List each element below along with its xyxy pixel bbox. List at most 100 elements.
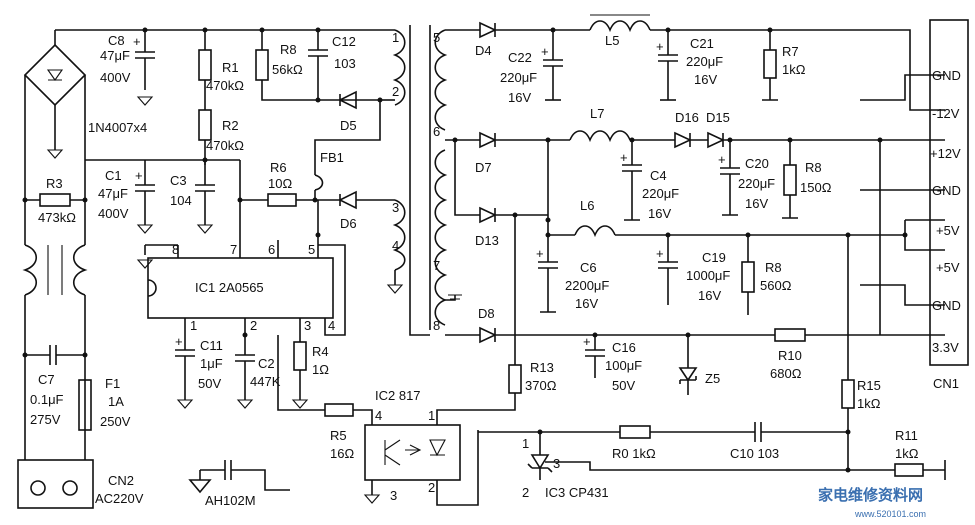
r8c-name: R8 <box>765 260 782 275</box>
cn2-value: AC220V <box>95 491 144 506</box>
cn1-pin-3v3: 3.3V <box>932 340 959 355</box>
c8-value: 47μF <box>100 48 130 63</box>
ic2-pin4: 4 <box>375 408 382 423</box>
l6-label: L6 <box>580 198 594 213</box>
ic1-controller <box>136 240 346 340</box>
cn1-pin-gnd2: GND <box>932 183 961 198</box>
r11-name: R11 <box>895 428 918 443</box>
resistor-r13 <box>508 364 522 394</box>
cn2-name: CN2 <box>108 473 134 488</box>
diode-d15 <box>707 131 725 149</box>
bridge-rectifier <box>23 43 87 200</box>
c22-voltage: 16V <box>508 90 531 105</box>
r11-value: 1kΩ <box>895 446 919 461</box>
resistor-r2 <box>198 109 212 141</box>
transformer-primary <box>392 25 411 330</box>
r3-name: R3 <box>46 176 63 191</box>
trafo-pin-1: 1 <box>392 30 399 45</box>
bridge-label: 1N4007x4 <box>88 120 147 135</box>
resistor-r0 <box>619 425 651 439</box>
ic1-pin1: 1 <box>190 318 197 333</box>
trafo-pin-8: 8 <box>433 318 440 333</box>
c19-value: 1000μF <box>686 268 730 283</box>
c4-name: C4 <box>650 168 667 183</box>
f1-name: F1 <box>105 376 120 391</box>
ic3-shunt-regulator <box>527 429 848 480</box>
resistor-r11 <box>894 463 924 477</box>
ic1-pin5: 5 <box>308 242 315 257</box>
c6-value: 2200μF <box>565 278 609 293</box>
r10-name: R10 <box>778 348 802 363</box>
ic1-pin8: 8 <box>172 242 179 257</box>
r7-value: 1kΩ <box>782 62 806 77</box>
resistor-r4 <box>293 341 307 371</box>
svg-text:+: + <box>620 150 628 165</box>
resistor-r8-560 <box>741 261 755 293</box>
r3-value: 473kΩ <box>38 210 76 225</box>
c3-value: 104 <box>170 193 192 208</box>
ic2-pin2: 2 <box>428 480 435 495</box>
c20-name: C20 <box>745 156 769 171</box>
c11-value: 1μF <box>200 356 223 371</box>
svg-text:+: + <box>656 246 664 261</box>
r4-value: 1Ω <box>312 362 329 377</box>
resistor-r3 <box>39 193 71 207</box>
c16-name: C16 <box>612 340 636 355</box>
ic1-pin6: 6 <box>268 242 275 257</box>
c22-name: C22 <box>508 50 532 65</box>
watermark-text: 家电维修资料网 <box>818 486 923 504</box>
ic2-pin1: 1 <box>428 408 435 423</box>
r7-name: R7 <box>782 44 799 59</box>
ah-label: AH102M <box>205 493 256 508</box>
c7-value: 0.1μF <box>30 392 64 407</box>
d6-label: D6 <box>340 216 357 231</box>
ic3-pin1: 1 <box>522 436 529 451</box>
svg-text:+: + <box>135 168 143 183</box>
r0-label: R0 1kΩ <box>612 446 656 461</box>
resistor-r15 <box>841 379 855 409</box>
ic1-pin4: 4 <box>328 318 335 333</box>
zener-z5 <box>678 335 698 395</box>
ic1-label: IC1 2A0565 <box>195 280 264 295</box>
connector-cn2[interactable] <box>17 459 94 509</box>
c16-value: 100μF <box>605 358 642 373</box>
r8c-value: 560Ω <box>760 278 792 293</box>
ic3-label: IC3 CP431 <box>545 485 609 500</box>
c21-voltage: 16V <box>694 72 717 87</box>
resistor-r7 <box>763 49 777 79</box>
d15-label: D15 <box>706 110 730 125</box>
diode-d7 <box>479 131 497 149</box>
svg-text:+: + <box>583 334 591 349</box>
fb1-label: FB1 <box>320 150 344 165</box>
r13-name: R13 <box>530 360 554 375</box>
watermark-url: www.520101.com <box>854 509 926 519</box>
c19-voltage: 16V <box>698 288 721 303</box>
r4-name: R4 <box>312 344 329 359</box>
c1-name: C1 <box>105 168 122 183</box>
ic2-pin3: 3 <box>390 488 397 503</box>
r6-value: 10Ω <box>268 176 292 191</box>
common-mode-choke <box>22 200 88 460</box>
cn1-pin-m12v: -12V <box>932 106 960 121</box>
c1-voltage: 400V <box>98 206 129 221</box>
connector-cn1[interactable] <box>929 19 969 366</box>
ic1-pin3: 3 <box>304 318 311 333</box>
transformer-secondary <box>409 25 480 336</box>
r2-name: R2 <box>222 118 239 133</box>
c2-value: 447K <box>250 374 281 389</box>
r8b-name: R8 <box>805 160 822 175</box>
diode-d8 <box>479 326 497 344</box>
trafo-pin-6: 6 <box>433 124 440 139</box>
svg-text:+: + <box>175 334 183 349</box>
trafo-pin-5: 5 <box>433 30 440 45</box>
c21-name: C21 <box>690 36 714 51</box>
cn1-pin-gnd3: GND <box>932 298 961 313</box>
resistor-r8-56k <box>255 49 269 81</box>
fuse-f1 <box>78 379 92 431</box>
c7-name: C7 <box>38 372 55 387</box>
cn1-label: CN1 <box>933 376 959 391</box>
c20-value: 220μF <box>738 176 775 191</box>
diode-d16 <box>674 131 692 149</box>
r2-value: 470kΩ <box>206 138 244 153</box>
